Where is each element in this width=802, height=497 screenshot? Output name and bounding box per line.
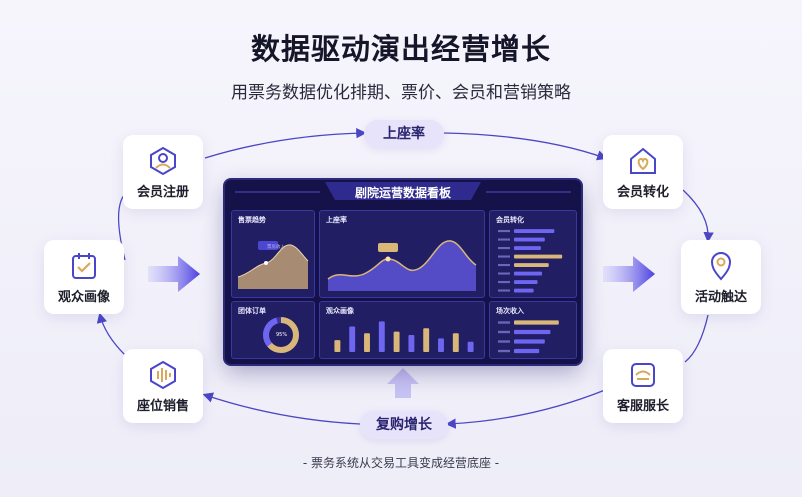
card-label: 客服服长 — [616, 399, 669, 414]
bar-label — [498, 255, 510, 258]
bar — [452, 333, 459, 352]
panel-group-orders: 团体订单 95% — [231, 301, 315, 359]
card-label: 会员注册 — [136, 185, 189, 200]
card-member-register[interactable]: 会员注册 — [123, 135, 203, 209]
bar — [438, 338, 444, 352]
donut-center-value: 95% — [276, 332, 288, 338]
member-register-icon — [150, 146, 176, 176]
bar-label — [498, 280, 510, 284]
bar — [514, 339, 545, 344]
member-conversion-icon — [630, 147, 656, 174]
audience-profile-bars — [334, 321, 474, 352]
venue-income-bars — [498, 320, 559, 354]
group-orders-donut — [263, 317, 299, 353]
page-title: 数据驱动演出经营增长 — [250, 32, 551, 66]
dashboard-header-decor — [235, 182, 571, 200]
bar-label — [498, 321, 510, 324]
panel-title: 观众画像 — [326, 307, 354, 315]
card-label: 活动触达 — [694, 290, 747, 305]
bar — [514, 263, 549, 267]
card-customer-service[interactable]: 客服服长 — [603, 349, 683, 423]
card-member-conversion[interactable]: 会员转化 — [603, 135, 683, 209]
audience-profile-icon — [72, 253, 96, 279]
page-subtitle: 用票务数据优化排期、票价、会员和营销策略 — [231, 83, 571, 103]
panel-occupancy: 上座率 — [319, 210, 485, 298]
bar-label — [498, 229, 510, 233]
bar — [334, 340, 341, 352]
tag-label: 票房收入 — [267, 245, 285, 250]
bar — [408, 335, 415, 352]
bar — [514, 229, 555, 233]
bar-label — [498, 340, 510, 343]
bar — [514, 348, 540, 354]
bar — [514, 254, 563, 259]
bar — [393, 331, 400, 352]
member-conversion-bars — [498, 229, 563, 293]
bar-label — [498, 272, 510, 275]
card-label: 观众画像 — [57, 290, 110, 305]
bar — [378, 321, 385, 352]
bar — [423, 328, 430, 352]
bar — [514, 237, 545, 242]
bar-label — [498, 330, 510, 334]
dashboard-title: 剧院运营数据看板 — [354, 186, 451, 200]
panel-title: 团体订单 — [238, 307, 266, 315]
panel-title: 售票趋势 — [238, 216, 266, 224]
panel-title: 上座率 — [326, 216, 347, 224]
panel-member-conversion: 会员转化 — [489, 210, 577, 298]
card-activity-reach[interactable]: 活动触达 — [681, 240, 761, 314]
card-label: 座位销售 — [136, 399, 189, 414]
card-label: 会员转化 — [616, 185, 669, 200]
occupancy-chart — [327, 240, 477, 291]
panel-sales-trend: 售票趋势 票房收入 — [231, 210, 315, 298]
footer-tagline: - 票务系统从交易工具变成经营底座 - — [302, 456, 500, 470]
bar-label — [498, 263, 510, 267]
bar — [349, 326, 356, 352]
bar-label — [498, 238, 510, 241]
location-pin-icon — [710, 252, 732, 281]
bar-label — [498, 246, 510, 250]
bar — [514, 280, 538, 284]
bar — [467, 341, 474, 352]
panel-title: 会员转化 — [496, 216, 524, 224]
bar — [364, 333, 370, 352]
seat-sales-icon — [150, 360, 176, 390]
bar — [514, 320, 559, 325]
bar — [514, 271, 542, 276]
theater-dashboard: 剧院运营数据看板 售票趋势 票房收入 上座率 会员转化 团体订单 — [225, 180, 581, 364]
panel-title: 场次收入 — [496, 307, 524, 315]
bar — [514, 246, 541, 250]
bar-label — [498, 289, 510, 292]
occupancy-pill: 上座率 — [364, 120, 444, 148]
bar — [514, 329, 551, 335]
panel-audience-profile: 观众画像 — [319, 301, 485, 359]
bar — [514, 288, 534, 293]
panel-venue-income: 场次收入 — [489, 301, 577, 359]
sales-trend-chart — [237, 241, 309, 289]
card-seat-sales[interactable]: 座位销售 — [123, 349, 203, 423]
card-audience-profile[interactable]: 观众画像 — [44, 240, 124, 314]
customer-service-icon — [631, 363, 655, 387]
repurchase-pill: 复购增长 — [360, 411, 448, 439]
bar-label — [498, 349, 510, 353]
